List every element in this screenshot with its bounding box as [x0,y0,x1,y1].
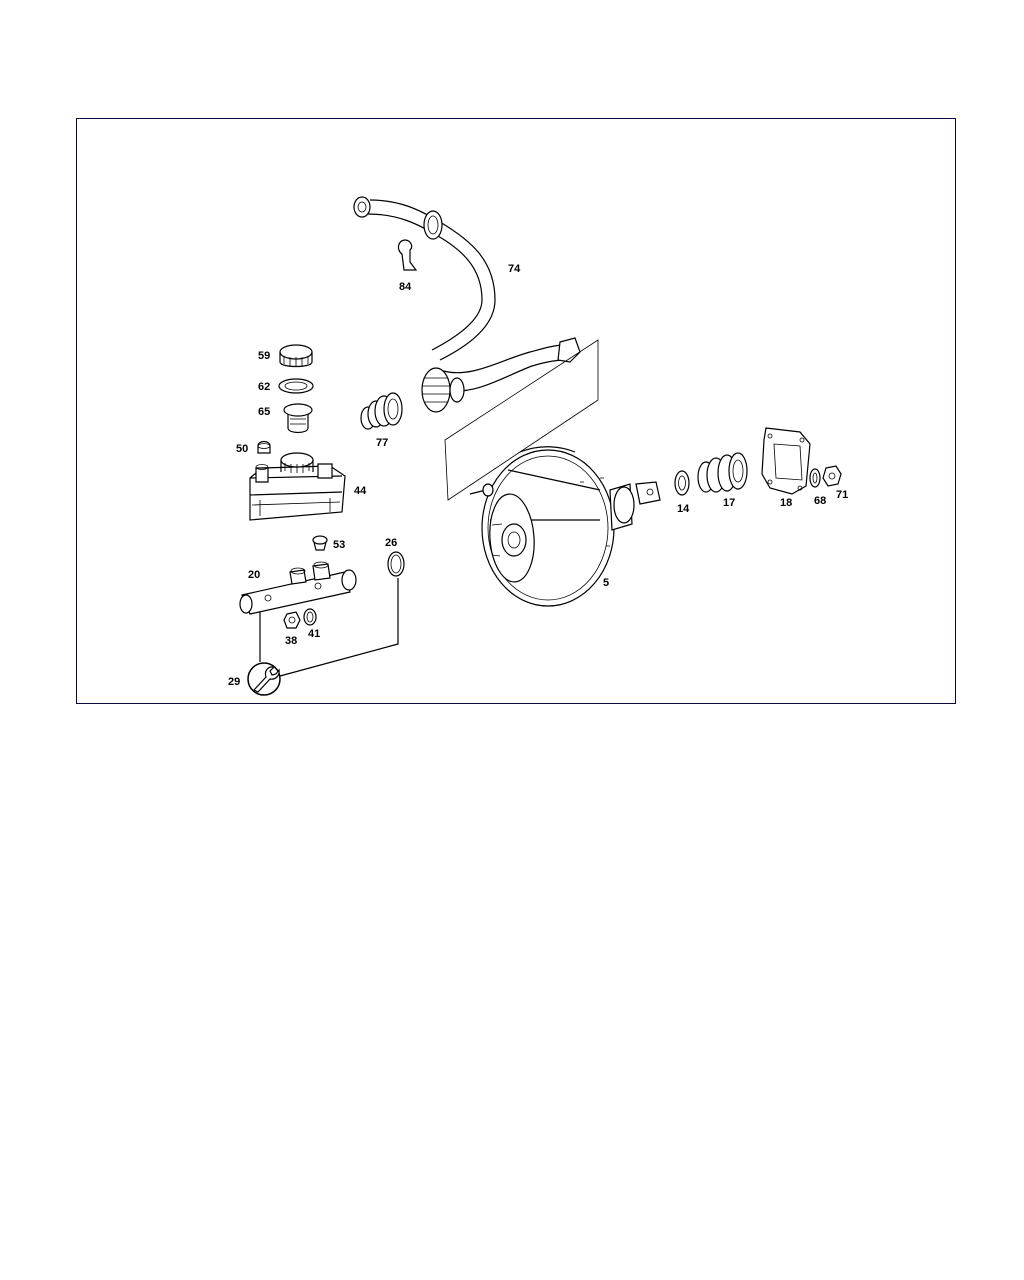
label-50: 50 [236,443,248,455]
label-14: 14 [677,503,690,515]
hose-clip[interactable] [397,239,418,271]
booster-dust-boot[interactable] [697,452,748,493]
vacuum-hose[interactable] [353,196,581,413]
label-74: 74 [508,263,521,275]
label-17: 17 [723,497,735,509]
wrench-icon [247,662,281,696]
reservoir-strainer[interactable] [283,403,313,434]
label-53: 53 [333,539,345,551]
reservoir-cap[interactable] [279,344,313,368]
mounting-nut[interactable] [283,611,301,629]
label-77: 77 [376,437,388,449]
reservoir-grommet[interactable] [312,535,328,551]
label-71: 71 [836,489,848,501]
label-20: 20 [248,569,260,581]
label-59: 59 [258,350,270,362]
brake-master-cylinder[interactable] [239,561,399,677]
booster-seal-ring[interactable] [674,470,690,496]
label-26: 26 [385,537,397,549]
label-44: 44 [354,485,367,497]
brake-fluid-reservoir[interactable] [249,452,346,521]
label-84: 84 [399,281,412,293]
master-cylinder-o-ring[interactable] [387,551,405,577]
hex-nut[interactable] [822,465,842,487]
label-41: 41 [308,628,320,640]
cap-seal-ring[interactable] [278,378,314,394]
washer[interactable] [809,468,821,488]
lock-washer[interactable] [303,608,317,626]
brake-booster[interactable] [469,446,661,607]
label-5: 5 [603,577,609,589]
label-68: 68 [814,495,826,507]
rubber-boot[interactable] [360,392,403,430]
label-38: 38 [285,635,297,647]
diagram-frame [76,118,956,704]
label-29: 29 [228,676,240,688]
reservoir-plug[interactable] [257,440,271,454]
booster-gasket[interactable] [761,427,811,495]
label-62: 62 [258,381,270,393]
label-65: 65 [258,406,270,418]
label-18: 18 [780,497,792,509]
